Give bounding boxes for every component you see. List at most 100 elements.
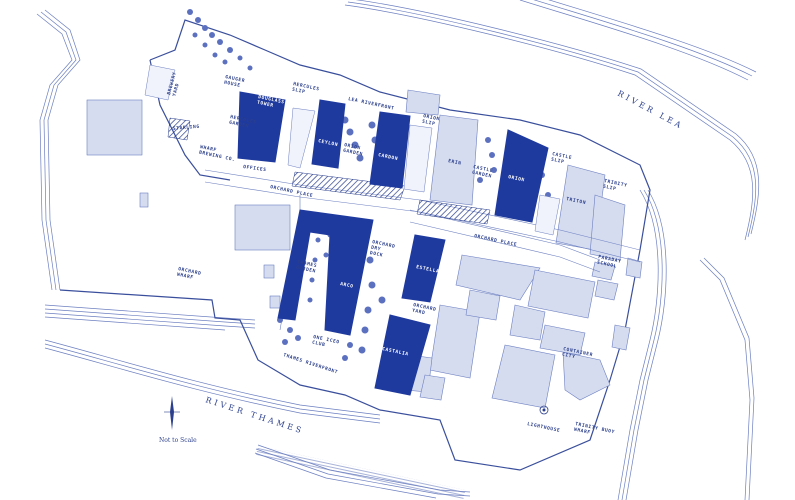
feature-buildings [237, 91, 549, 396]
right-water [617, 189, 755, 500]
label-line: BREWING CO. [198, 150, 235, 164]
label-line: ORION [508, 174, 526, 183]
arco-building [277, 209, 374, 336]
castalia-building [374, 314, 431, 396]
estella-building [401, 234, 446, 303]
label-line: FARADAY [598, 254, 622, 265]
garden-dots [187, 9, 551, 361]
label-line: GARDEN [342, 148, 363, 158]
label-line: TRINITY [604, 178, 628, 189]
label-line: ORCHARD [372, 239, 396, 250]
label-line: WHARF [176, 272, 194, 281]
label-line: SCHOOL [596, 260, 617, 270]
label-brewery-yard: BREWERYYARD [166, 71, 183, 97]
north-arrow-icon [164, 396, 180, 430]
label-orion-garden: ORIONGARDEN [342, 142, 364, 158]
label-line: SLIP [421, 119, 435, 128]
label-line: GARDEN [295, 265, 316, 275]
left-creek-water [36, 9, 81, 291]
label-orion: ORION [508, 174, 526, 183]
label-line: DOCK [369, 250, 383, 259]
label-line: TOWER [256, 100, 274, 109]
label-cardon: CARDON [378, 152, 399, 162]
label-line: SLIP [550, 157, 564, 166]
label-line: ORION [423, 113, 441, 122]
label-hercules-slip: HERCULESSLIP [291, 81, 320, 98]
scale-note: Not to Scale [159, 437, 197, 444]
label-line: ORCHARD [413, 302, 437, 313]
label-line: CARDON [378, 152, 399, 162]
label-lighthouse: LIGHTHOUSE [527, 421, 561, 434]
label-line: CASTLE [552, 151, 573, 161]
label-ceylon: CEYLON [318, 138, 339, 148]
label-line: HOUSE [223, 80, 241, 89]
label-line: OFFICES [243, 164, 267, 173]
label-hercules-garden: HERCULESGARDEN [228, 114, 257, 131]
label-line: ORION [344, 142, 362, 151]
label-triton: TRITON [566, 196, 587, 206]
label-castalia: CASTALIA [382, 346, 410, 357]
label-line: BREWERY [166, 71, 178, 95]
label-orion-slip: ORIONSLIP [421, 113, 440, 128]
label-line: ORCHARD PLACE [474, 233, 518, 248]
lighthouse-icon [539, 405, 549, 415]
ghost-buildings [144, 64, 561, 236]
label-line: WHARF [573, 427, 591, 436]
label-line: GARDEN [228, 120, 249, 130]
ceylon-building [311, 99, 346, 169]
label-thames-riverfront: THAMES RIVERFRONT [282, 352, 338, 375]
label-line: CITY [561, 352, 575, 361]
label-douglass-tower: DOUGLASSTOWER [256, 94, 285, 111]
label-offices: OFFICES [243, 164, 267, 173]
label-line: GAUGER [225, 74, 246, 84]
label-line: HERCULES [293, 81, 321, 92]
label-line: HERCULES [230, 114, 258, 125]
label-trinity-buoy-wharf: TRINITY BUOYWHARF [573, 421, 615, 441]
label-line: SLIP [291, 87, 305, 96]
label-orchard-yard: ORCHARDYARD [411, 302, 436, 318]
label-arco: ARCO [340, 281, 354, 290]
label-line: WHARF [200, 144, 218, 153]
label-faraday-school: FARADAYSCHOOL [596, 254, 621, 270]
hatched-strips [167, 117, 491, 225]
label-starling: STARLING [173, 124, 200, 132]
douglass-tower [237, 91, 286, 163]
cardon-building [369, 111, 411, 189]
label-line: DRY [370, 245, 381, 253]
label-erin: ERIN [448, 158, 462, 167]
label-line: THAMES [297, 259, 318, 269]
label-line: YARD [411, 308, 425, 317]
label-line: TRITON [566, 196, 587, 206]
label-line: ORCHARD [178, 266, 202, 277]
river-thames-label: RIVER THAMES [204, 395, 305, 435]
label-line: ONE ICEO [313, 334, 341, 345]
label-line: ERIN [448, 158, 462, 167]
river-lea-water [344, 0, 760, 241]
label-line: ESTELLA [416, 264, 440, 275]
label-thames-garden: THAMESGARDEN [295, 259, 317, 275]
label-line: CEYLON [318, 138, 339, 148]
label-line: LIGHTHOUSE [527, 421, 561, 434]
label-trinity-slip: TRINITYSLIP [602, 178, 627, 194]
label-line: SLIP [602, 184, 616, 193]
label-gauger-house: GAUGERHOUSE [223, 74, 245, 90]
label-castle-slip: CASTLESLIP [550, 151, 572, 167]
label-line: THAMES RIVERFRONT [282, 352, 338, 375]
label-line: CLUB [311, 340, 325, 349]
label-line: LEA RIVERFRONT [348, 96, 395, 112]
label-line: YARD [172, 82, 181, 97]
label-wharf-brewing: WHARFBREWING CO. [198, 144, 237, 163]
river-lea-label: RIVER LEA [616, 89, 685, 131]
label-line: GARDEN [471, 170, 492, 180]
river-thames-water [44, 304, 471, 500]
label-line: CASTLE [473, 164, 494, 174]
label-estella: ESTELLA [416, 264, 440, 275]
label-castle-garden: CASTLEGARDEN [471, 164, 493, 180]
label-orchard-dry-dock: ORCHARDDRYDOCK [369, 239, 396, 261]
label-line: STARLING [173, 124, 200, 132]
label-lea-riverfront: LEA RIVERFRONT [348, 96, 395, 112]
label-line: CASTALIA [382, 346, 410, 357]
label-line: DOUGLASS [258, 94, 286, 105]
label-orchard-wharf: ORCHARDWHARF [176, 266, 201, 282]
